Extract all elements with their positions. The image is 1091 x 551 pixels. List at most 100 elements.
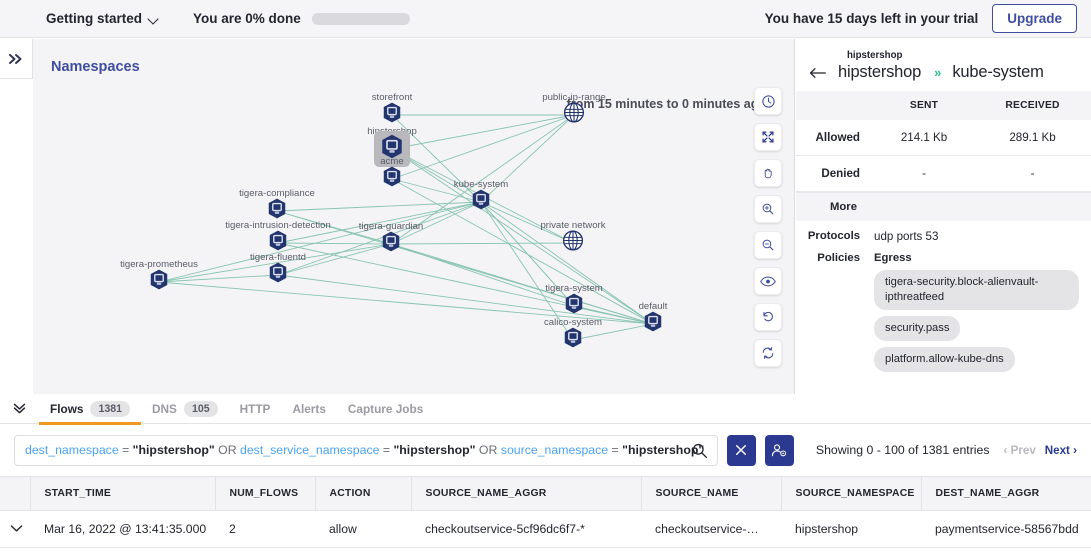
table-header-row: SENT RECEIVED: [796, 91, 1091, 120]
graph-node-storefront[interactable]: [381, 102, 403, 129]
hand-icon[interactable]: [754, 159, 782, 187]
protocols-value: udp ports 53: [874, 230, 939, 243]
graph-node-calico-system[interactable]: [562, 327, 584, 354]
col-num_flows[interactable]: NUM_FLOWS: [215, 476, 316, 511]
col-received: RECEIVED: [974, 91, 1091, 120]
tab-badge: 105: [183, 400, 218, 417]
tab-alerts[interactable]: Alerts: [281, 394, 336, 424]
policy-pill[interactable]: tigera-security.block-alienvault-ipthrea…: [874, 270, 1079, 311]
graph-node-tigera-intrusion-detection[interactable]: [267, 230, 289, 257]
traffic-summary-table: SENT RECEIVED Allowed 214.1 Kb 289.1 Kb …: [796, 91, 1091, 192]
query-token-op: =: [608, 443, 623, 457]
refresh-icon[interactable]: [754, 339, 782, 367]
namespace-icon: [383, 166, 401, 187]
query-token-val: "hipstershop": [393, 443, 476, 457]
search-input[interactable]: dest_namespace = "hipstershop" OR dest_s…: [14, 434, 718, 466]
graph-node-hipstershop[interactable]: [379, 134, 405, 165]
tab-capture-jobs[interactable]: Capture Jobs: [337, 394, 434, 424]
getting-started-menu[interactable]: Getting started: [46, 11, 159, 26]
eye-icon[interactable]: [754, 267, 782, 295]
service-graph-panel[interactable]: Namespaces from 15 minutes to 0 minutes …: [33, 39, 795, 394]
sidebar-expand-button[interactable]: [0, 39, 33, 79]
graph-edge: [277, 201, 482, 276]
search-row: dest_namespace = "hipstershop" OR dest_s…: [0, 424, 1091, 476]
graph-edge: [277, 242, 392, 245]
expand-arrows-icon[interactable]: [754, 123, 782, 151]
graph-node-tigera-guardian[interactable]: [380, 231, 402, 258]
col-source_name[interactable]: SOURCE_NAME: [641, 476, 782, 511]
close-icon: [736, 444, 747, 456]
next-page-button[interactable]: Next ›: [1044, 443, 1077, 457]
row-expander-icon[interactable]: [0, 510, 30, 548]
graph-node-private-network[interactable]: [562, 230, 584, 257]
upgrade-button[interactable]: Upgrade: [992, 4, 1077, 33]
tab-http[interactable]: HTTP: [229, 394, 282, 424]
filter-users-button[interactable]: [764, 434, 794, 466]
node-label-calico-system: calico-system: [543, 317, 603, 328]
node-label-private-network: private network: [540, 220, 606, 231]
graph-node-tigera-prometheus[interactable]: [148, 269, 170, 296]
zoom-in-icon[interactable]: [754, 195, 782, 223]
graph-node-kube-system[interactable]: [470, 189, 492, 216]
node-label-kube-system: kube-system: [453, 179, 509, 190]
graph-node-tigera-fluentd[interactable]: [267, 262, 289, 289]
graph-node-tigera-system[interactable]: [563, 293, 585, 320]
policy-pill[interactable]: platform.allow-kube-dns: [874, 347, 1015, 373]
graph-node-acme[interactable]: [381, 166, 403, 193]
graph-node-public-ip-range[interactable]: [563, 102, 585, 129]
trial-label: You have 15 days left in your trial: [764, 11, 979, 26]
search-icon[interactable]: [691, 442, 708, 464]
user-settings-icon: [772, 443, 787, 456]
query-token-op: OR: [475, 443, 501, 457]
prev-page-button[interactable]: ‹ Prev: [1003, 443, 1036, 457]
col-action[interactable]: ACTION: [315, 476, 412, 511]
cell-start-time: Mar 16, 2022 @ 13:41:35.000: [30, 510, 215, 548]
zoom-out-icon[interactable]: [754, 231, 782, 259]
allowed-received: 289.1 Kb: [974, 120, 1091, 156]
col-start_time[interactable]: START_TIME: [30, 476, 216, 511]
policies-row: Policies Egress tigera-security.block-al…: [796, 243, 1091, 378]
policy-pill[interactable]: security.pass: [874, 316, 961, 342]
node-label-tigera-prometheus: tigera-prometheus: [120, 259, 198, 270]
graph-node-default[interactable]: [642, 311, 664, 338]
node-label-acme: acme: [380, 156, 404, 167]
query-token-field: dest_service_namespace: [240, 443, 380, 457]
more-section-header[interactable]: More: [796, 192, 1091, 221]
col-source_name_aggr[interactable]: SOURCE_NAME_AGGR: [411, 476, 642, 511]
namespace-icon: [150, 269, 168, 290]
graph-edge: [480, 201, 575, 307]
graph-node-tigera-compliance[interactable]: [266, 198, 288, 225]
clear-search-button[interactable]: [726, 434, 756, 466]
namespace-icon: [269, 262, 287, 283]
tab-label: Alerts: [292, 401, 326, 416]
query-token-op: =: [379, 443, 394, 457]
clock-icon[interactable]: [754, 87, 782, 115]
graph-canvas[interactable]: [33, 39, 795, 394]
graph-controls: [754, 87, 782, 367]
back-arrow-icon[interactable]: [808, 66, 827, 80]
allowed-sent: 214.1 Kb: [874, 120, 975, 156]
graph-edge: [158, 274, 279, 283]
namespace-icon: [383, 102, 401, 123]
node-label-tigera-guardian: tigera-guardian: [358, 221, 424, 232]
chevron-down-icon[interactable]: [12, 401, 27, 416]
col-source_namespace[interactable]: SOURCE_NAMESPACE: [781, 476, 922, 511]
col-dest_name_aggr[interactable]: DEST_NAME_AGGR: [921, 476, 1091, 511]
graph-edge: [390, 243, 575, 307]
time-range-label: from 15 minutes to 0 minutes ago: [566, 97, 766, 111]
detail-dest-name: kube-system: [952, 63, 1044, 81]
query-token-field: dest_namespace: [25, 443, 119, 457]
cell-source-name-aggr: checkoutservice-5cf96dc6f7-*: [411, 510, 641, 548]
query-token-op: =: [118, 443, 133, 457]
denied-received: -: [974, 155, 1091, 192]
undo-icon[interactable]: [754, 303, 782, 331]
globe-icon: [562, 230, 584, 251]
cell-num-flows: 2: [215, 510, 315, 548]
graph-edge: [480, 201, 574, 244]
node-label-default: default: [638, 301, 668, 312]
